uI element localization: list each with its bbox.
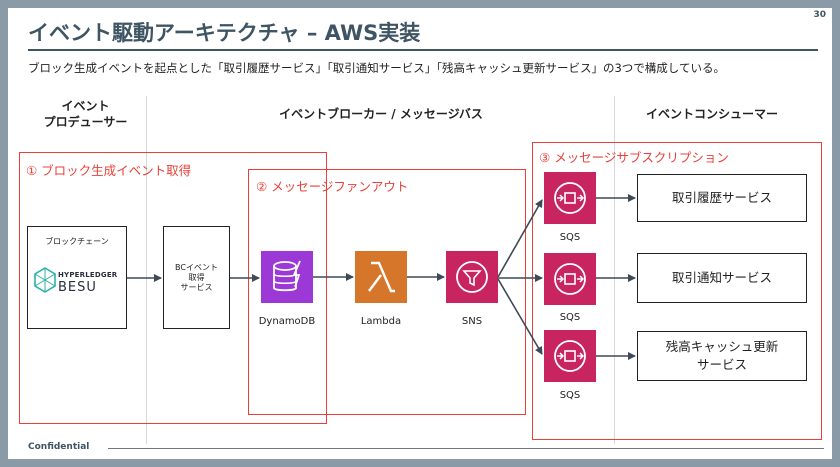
consumer-transaction-history: 取引履歴サービス xyxy=(637,174,807,222)
group-box-subscription xyxy=(532,142,822,440)
lambda-node xyxy=(355,251,407,303)
column-header-producer: イベント プロデューサー xyxy=(28,98,143,130)
group-box-fanout xyxy=(248,169,526,415)
title-divider xyxy=(28,49,818,51)
sns-label: SNS xyxy=(461,316,483,327)
consumer-transaction-notification: 取引通知サービス xyxy=(637,253,807,303)
column-header-consumer: イベントコンシューマー xyxy=(645,107,778,121)
consumer-transaction-history-label: 取引履歴サービス xyxy=(671,190,772,205)
page-title: イベント駆動アーキテクチャ – AWS実装 xyxy=(28,21,421,45)
sqs-node-3 xyxy=(544,330,596,382)
consumer-balance-cache-line1: 残高キャッシュ更新 xyxy=(665,339,779,354)
sqs-icon xyxy=(554,182,586,214)
flow-arrows xyxy=(127,194,636,360)
blockchain-node: ブロックチェーン HYPERLEDGER BESU xyxy=(27,226,127,329)
dynamodb-icon xyxy=(273,260,301,292)
besu-logo-top-text: HYPERLEDGER xyxy=(58,271,118,279)
sqs-icon xyxy=(554,340,586,372)
column-header-broker: イベントブローカー / メッセージバス xyxy=(279,107,483,121)
lambda-label: Lambda xyxy=(360,316,402,327)
sns-node xyxy=(446,251,498,303)
bc-event-service-line2: 取得 xyxy=(188,273,205,282)
dynamodb-node xyxy=(261,251,313,303)
column-header-producer-line2: プロデューサー xyxy=(43,115,128,129)
sqs-node-1 xyxy=(544,172,596,224)
page-subtitle: ブロック生成イベントを起点とした「取引履歴サービス」「取引通知サービス」「残高キ… xyxy=(28,61,725,75)
footer-confidential: Confidential xyxy=(28,442,90,452)
sqs-label-1: SQS xyxy=(559,232,581,243)
bc-event-service-line1: BCイベント xyxy=(175,263,218,272)
arrow-sns-to-sqs3 xyxy=(497,278,543,355)
group-box-block-event xyxy=(19,152,327,424)
dynamodb-label: DynamoDB xyxy=(258,316,316,327)
lambda-icon xyxy=(368,261,395,293)
slide: イベント駆動アーキテクチャ – AWS実装 30 ブロック生成イベントを起点とし… xyxy=(8,8,832,459)
consumer-balance-cache-line2: サービス xyxy=(696,357,747,372)
sqs-node-2 xyxy=(544,253,596,305)
group-label-fanout: ② メッセージファンアウト xyxy=(256,179,409,194)
bc-event-service-line3: サービス xyxy=(180,283,213,292)
group-label-subscription: ③ メッセージサブスクリプション xyxy=(539,150,729,165)
column-divider-left xyxy=(146,96,147,444)
sqs-label-3: SQS xyxy=(559,390,581,401)
sqs-label-2: SQS xyxy=(559,312,581,323)
column-divider-right xyxy=(614,96,615,444)
besu-logo-bottom-text: BESU xyxy=(58,280,97,295)
page-number: 30 xyxy=(813,10,826,20)
footer-divider xyxy=(108,448,824,449)
arrow-sns-to-sqs1 xyxy=(497,199,543,278)
sns-icon xyxy=(456,261,488,293)
group-label-block-event: ① ブロック生成イベント取得 xyxy=(26,163,192,178)
consumer-balance-cache: 残高キャッシュ更新 サービス xyxy=(637,331,807,381)
besu-logo-icon xyxy=(34,267,56,293)
column-header-producer-line1: イベント xyxy=(61,99,110,113)
blockchain-label: ブロックチェーン xyxy=(45,237,109,246)
sqs-icon xyxy=(554,263,586,295)
bc-event-service-node: BCイベント 取得 サービス xyxy=(163,226,230,329)
consumer-transaction-notification-label: 取引通知サービス xyxy=(671,270,772,285)
